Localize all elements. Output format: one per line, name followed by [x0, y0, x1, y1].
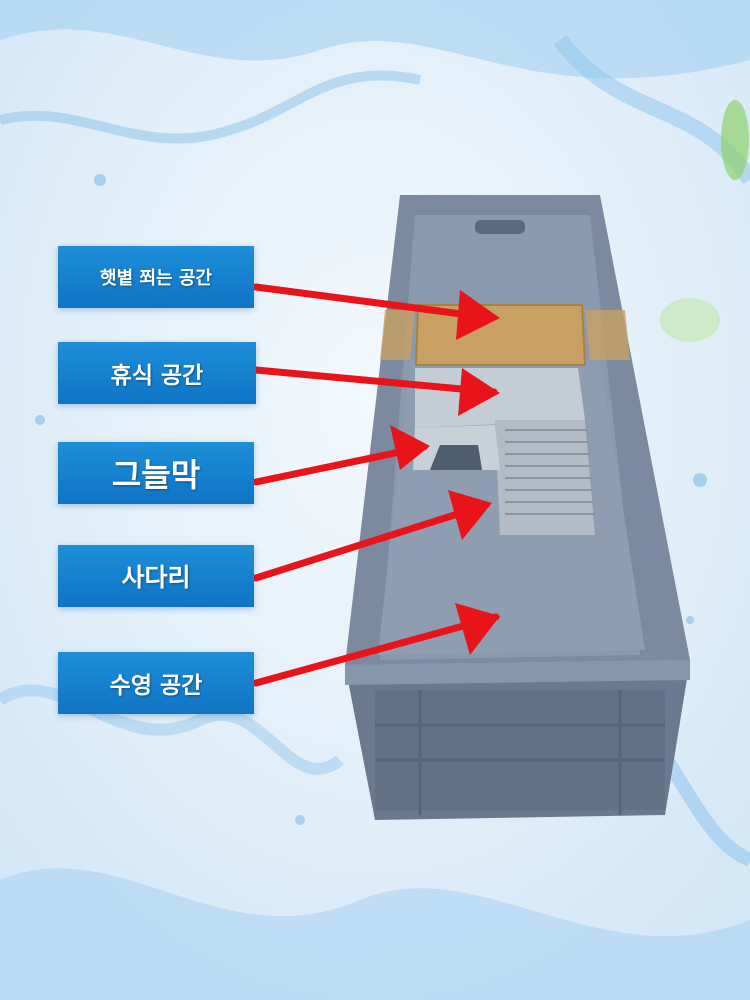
arrow-heads [390, 290, 500, 655]
arrow-shade [252, 443, 428, 486]
label-shade: 그늘막 [58, 442, 254, 504]
rest-platform [413, 368, 595, 535]
label-ladder: 사다리 [58, 545, 254, 607]
arrow-rest [252, 366, 498, 397]
arrow-ladder [252, 501, 490, 582]
label-swim-area: 수영 공간 [58, 652, 254, 714]
label-basking-area: 햇볕 쬐는 공간 [58, 246, 254, 308]
arrow-swim [252, 613, 500, 687]
label-rest-area: 휴식 공간 [58, 342, 256, 404]
pointer-arrows [252, 283, 500, 687]
arrow-basking [252, 283, 496, 323]
